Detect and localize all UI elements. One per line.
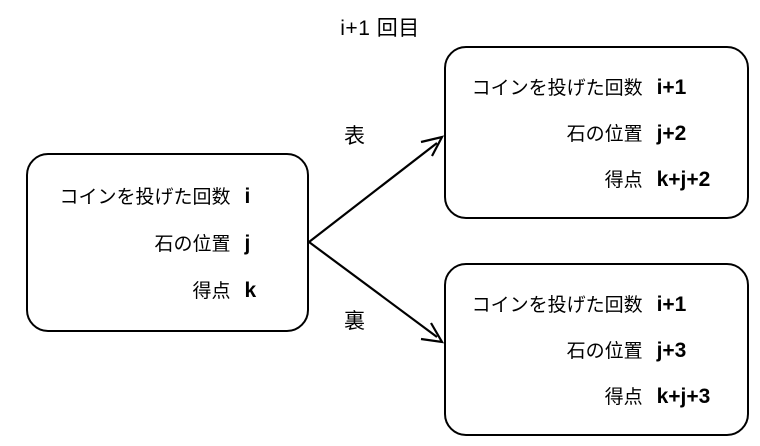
row-value: j+2 bbox=[656, 122, 687, 145]
row-value: k+j+3 bbox=[656, 385, 711, 408]
edge-tails-arrowhead bbox=[420, 322, 445, 344]
row-label: 石の位置 bbox=[566, 124, 643, 145]
row-value: k bbox=[244, 279, 257, 302]
node-heads-state: コインを投げた回数 i+1 石の位置 j+2 得点 k+j+2 bbox=[444, 46, 749, 219]
row-label: 得点 bbox=[192, 281, 231, 302]
row-value: i bbox=[244, 185, 251, 208]
row-value: i+1 bbox=[656, 76, 687, 99]
node-row: 石の位置 j+2 bbox=[446, 119, 747, 146]
row-label: コインを投げた回数 bbox=[59, 187, 231, 208]
row-label: コインを投げた回数 bbox=[471, 78, 643, 99]
node-tails-state: コインを投げた回数 i+1 石の位置 j+3 得点 k+j+3 bbox=[444, 263, 749, 436]
row-label: 石の位置 bbox=[566, 341, 643, 362]
row-label: 石の位置 bbox=[154, 234, 231, 255]
node-row: コインを投げた回数 i+1 bbox=[446, 73, 747, 100]
diagram-title: i+1 回目 bbox=[340, 17, 420, 40]
row-value: j bbox=[244, 232, 251, 255]
node-row: 石の位置 j+3 bbox=[446, 336, 747, 363]
edge-tails-line bbox=[308, 241, 438, 338]
node-row: 得点 k+j+3 bbox=[446, 382, 747, 409]
edge-label-heads: 表 bbox=[344, 125, 365, 148]
node-row: コインを投げた回数 i+1 bbox=[446, 290, 747, 317]
edge-label-tails: 裏 bbox=[344, 310, 365, 333]
node-row: コインを投げた回数 i bbox=[28, 182, 307, 209]
row-label: 得点 bbox=[604, 170, 643, 191]
row-value: j+3 bbox=[656, 339, 687, 362]
edge-heads-line bbox=[308, 142, 438, 243]
node-current-state: コインを投げた回数 i 石の位置 j 得点 k bbox=[26, 153, 309, 332]
node-row: 石の位置 j bbox=[28, 229, 307, 256]
row-value: k+j+2 bbox=[656, 168, 711, 191]
node-row: 得点 k bbox=[28, 276, 307, 303]
node-row: 得点 k+j+2 bbox=[446, 165, 747, 192]
row-value: i+1 bbox=[656, 293, 687, 316]
edge-heads-arrowhead bbox=[420, 135, 445, 157]
row-label: 得点 bbox=[604, 387, 643, 408]
row-label: コインを投げた回数 bbox=[471, 295, 643, 316]
